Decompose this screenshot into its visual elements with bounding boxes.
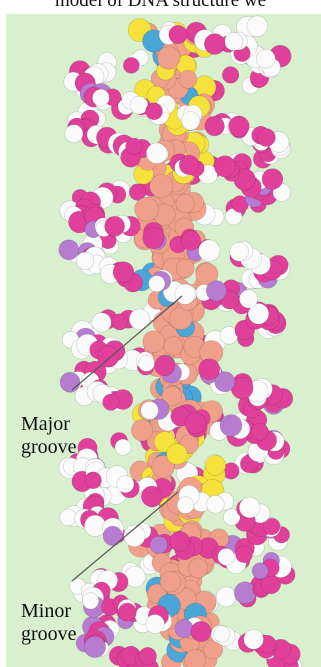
atom-sphere: [113, 262, 134, 283]
atom-sphere: [65, 125, 83, 143]
atom-sphere: [247, 16, 268, 37]
atom-sphere: [204, 34, 225, 55]
atom-sphere: [84, 636, 105, 657]
atom-sphere: [205, 455, 225, 475]
figure-caption-fragment: model of DNA structure we: [0, 0, 321, 12]
atom-sphere: [59, 240, 79, 260]
atom-sphere: [60, 509, 77, 526]
atom-sphere: [160, 571, 181, 592]
atom-sphere: [143, 227, 164, 248]
atom-sphere: [206, 281, 226, 301]
atom-sphere: [257, 129, 275, 147]
atom-sphere: [222, 67, 239, 84]
atom-sphere: [105, 216, 125, 236]
atom-sphere: [103, 394, 119, 410]
atom-sphere: [85, 472, 102, 489]
atom-sphere: [214, 156, 235, 177]
atom-sphere: [141, 402, 159, 420]
atom-sphere: [139, 647, 157, 665]
atom-sphere: [181, 231, 200, 250]
dna-model-figure: [6, 14, 321, 667]
atom-sphere: [262, 169, 283, 190]
atom-sphere: [199, 359, 220, 380]
atom-sphere: [191, 621, 211, 641]
atom-sphere: [131, 420, 153, 442]
atom-sphere: [236, 546, 253, 563]
atom-sphere: [60, 372, 80, 392]
atom-sphere: [251, 423, 268, 440]
major-groove-label-line1: Major: [21, 413, 77, 436]
atom-sphere: [117, 476, 134, 493]
atom-sphere: [179, 70, 197, 88]
atom-sphere: [97, 346, 119, 368]
atom-sphere: [252, 563, 268, 579]
atom-sphere: [185, 413, 206, 434]
atom-sphere: [176, 260, 194, 278]
atom-sphere: [218, 548, 235, 565]
atom-sphere: [176, 194, 195, 213]
atom-sphere: [149, 276, 165, 292]
atom-sphere: [239, 290, 257, 308]
atom-sphere: [177, 497, 194, 514]
dna-double-helix-illustration: [6, 14, 321, 667]
atom-sphere: [230, 242, 249, 261]
atom-sphere: [150, 175, 173, 198]
atom-sphere: [169, 25, 187, 43]
atom-sphere: [220, 415, 242, 437]
atom-sphere: [244, 629, 264, 649]
atom-sphere: [179, 155, 199, 175]
atom-sphere: [205, 116, 225, 136]
atom-sphere: [175, 620, 193, 638]
atom-sphere: [185, 650, 206, 667]
atom-sphere: [256, 49, 275, 68]
atom-sphere: [115, 439, 131, 455]
atom-sphere: [155, 356, 175, 376]
atom-sphere: [175, 284, 195, 304]
atom-sphere: [141, 486, 162, 507]
atom-sphere: [126, 138, 143, 155]
atom-sphere: [239, 497, 260, 518]
minor-groove-label-line2: groove: [21, 623, 77, 646]
atom-sphere: [92, 89, 109, 106]
atom-sphere: [123, 57, 139, 73]
atom-sphere: [181, 112, 200, 131]
major-groove-label: Major groove: [21, 413, 77, 459]
atom-sphere: [103, 526, 122, 545]
atom-sphere: [167, 444, 188, 465]
atom-sphere: [216, 587, 236, 607]
atom-sphere: [170, 531, 190, 551]
atom-sphere: [146, 615, 165, 634]
atom-sphere: [234, 582, 256, 604]
atom-sphere: [198, 240, 220, 262]
atom-sphere: [118, 603, 136, 621]
atom-sphere: [213, 626, 230, 643]
minor-groove-label-line1: Minor: [21, 600, 77, 623]
minor-groove-label: Minor groove: [21, 600, 77, 646]
atom-sphere: [76, 252, 94, 270]
atom-sphere: [146, 143, 167, 164]
atom-sphere: [146, 103, 163, 120]
atom-sphere: [207, 495, 225, 513]
atom-sphere: [188, 559, 208, 579]
major-groove-label-line2: groove: [21, 436, 77, 459]
atom-sphere: [143, 331, 165, 353]
atom-sphere: [82, 593, 98, 609]
atom-sphere: [150, 536, 168, 554]
atom-sphere: [138, 355, 154, 371]
atom-sphere: [112, 314, 128, 330]
atom-sphere: [229, 116, 250, 137]
atom-sphere: [225, 32, 243, 50]
atom-sphere: [164, 337, 183, 356]
atom-sphere: [135, 197, 159, 221]
